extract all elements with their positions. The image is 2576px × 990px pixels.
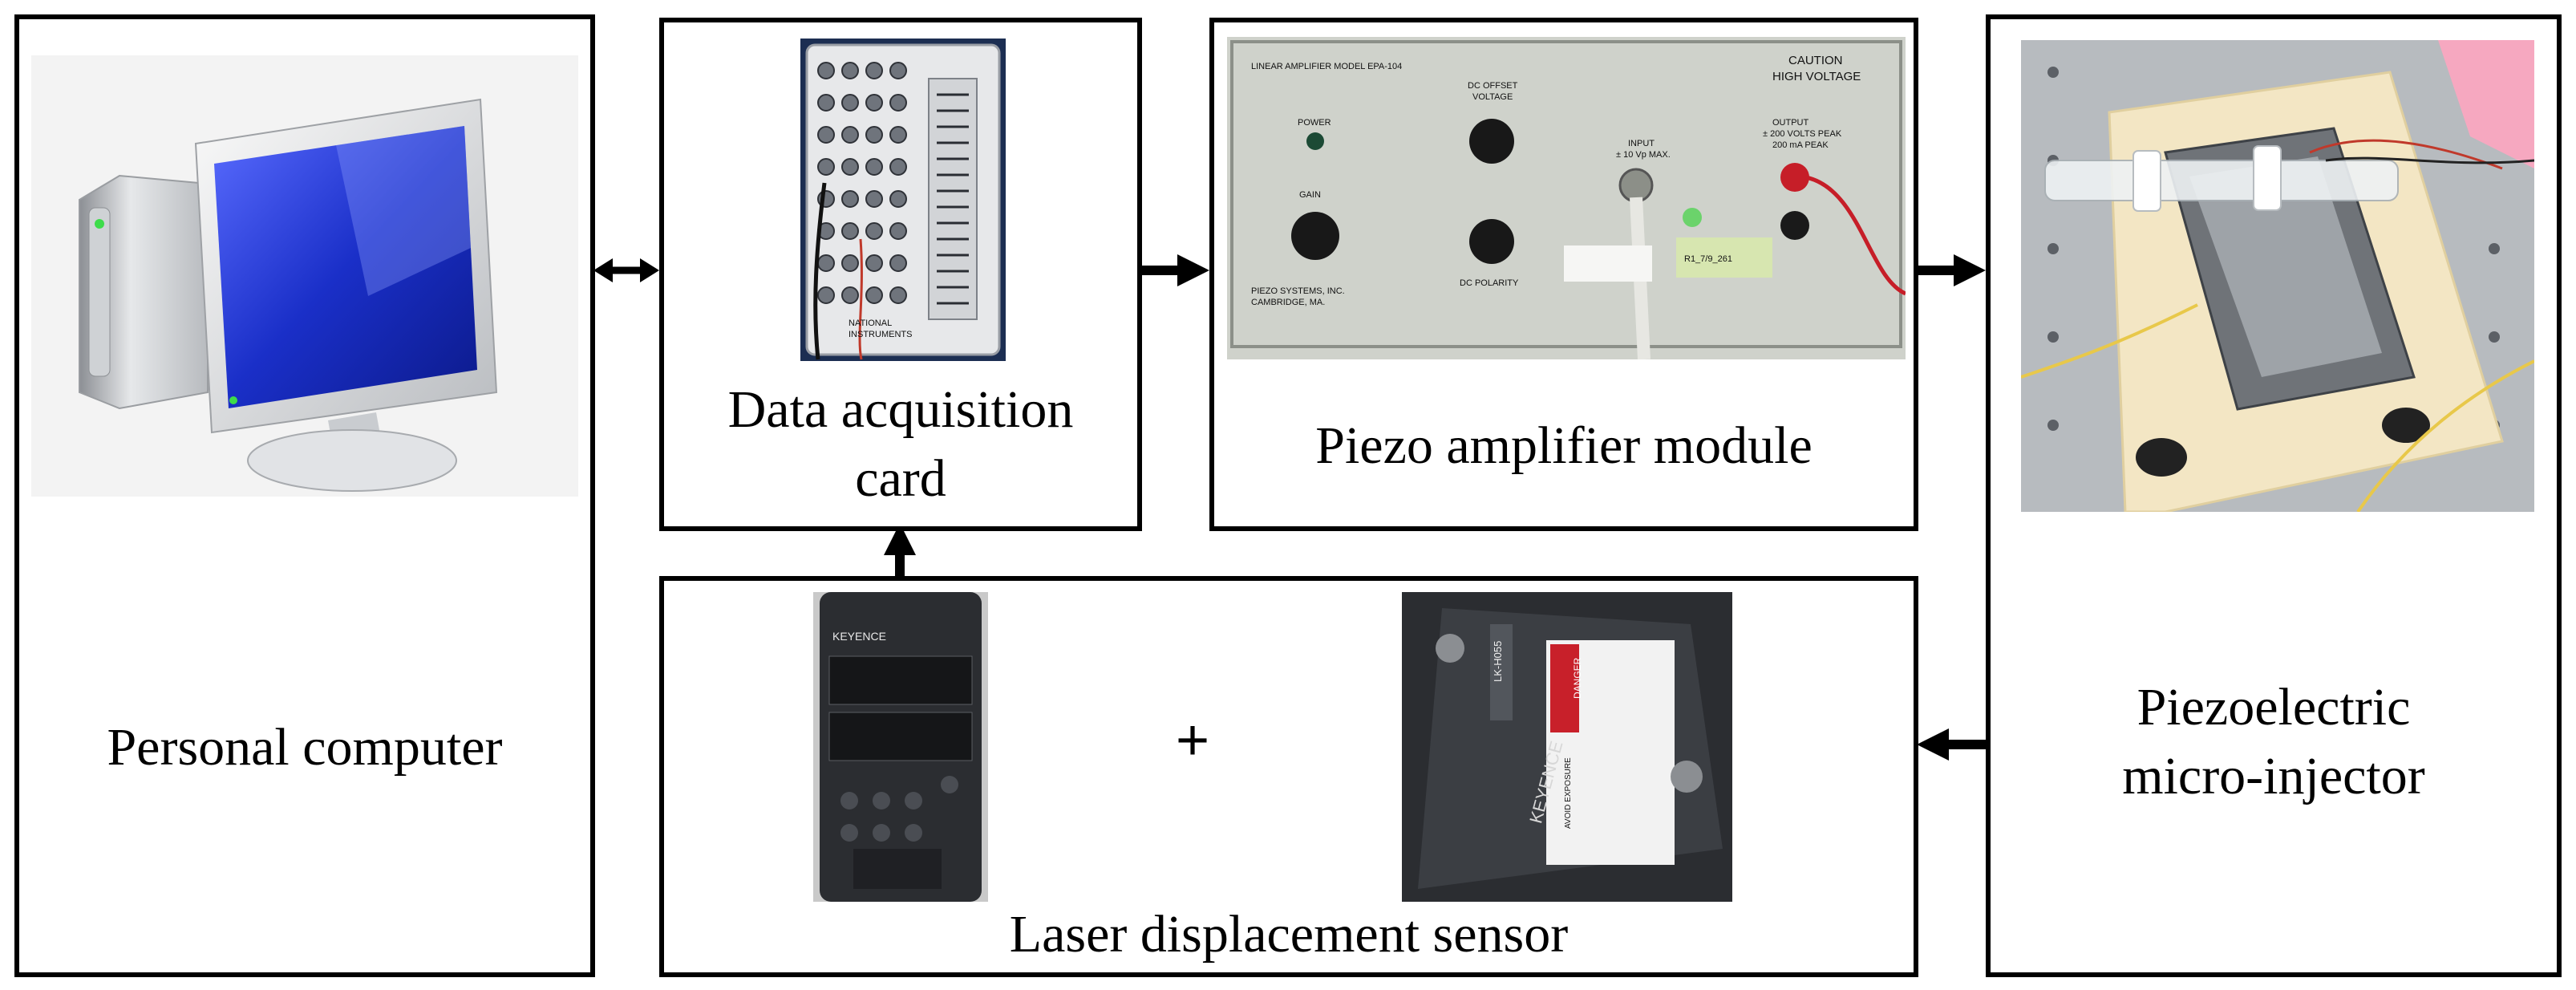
svg-text:DC OFFSET: DC OFFSET (1468, 81, 1518, 91)
svg-text:INPUT: INPUT (1628, 139, 1655, 148)
laser-controller-photo: KEYENCE (813, 592, 988, 902)
svg-text:PIEZO SYSTEMS, INC.: PIEZO SYSTEMS, INC. (1251, 286, 1345, 296)
svg-text:POWER: POWER (1298, 118, 1331, 128)
daq-label-line2: card (855, 448, 946, 508)
svg-text:NATIONAL: NATIONAL (849, 319, 892, 328)
svg-text:CAMBRIDGE, MA.: CAMBRIDGE, MA. (1251, 298, 1325, 307)
micro-injector-label: Piezoelectric micro-injector (1991, 673, 2557, 811)
arrow-laser-daq (884, 523, 916, 576)
laser-sensor-label: Laser displacement sensor (1009, 905, 1569, 964)
desktop-computer-icon (31, 55, 578, 497)
piezo-amplifier-block: LINEAR AMPLIFIER MODEL EPA-104 CAUTION H… (1209, 18, 1918, 531)
laser-sensor-block: KEYENCE + LK-H055 DANGER AVOID EXPOSURE … (659, 576, 1918, 977)
svg-text:DC POLARITY: DC POLARITY (1460, 278, 1519, 288)
svg-text:± 200 VOLTS PEAK: ± 200 VOLTS PEAK (1763, 129, 1842, 139)
daq-label-line1: Data acquisition (727, 380, 1074, 439)
svg-text:DANGER: DANGER (1572, 657, 1583, 699)
svg-text:200 mA PEAK: 200 mA PEAK (1772, 140, 1829, 150)
arrow-amplifier-injector (1918, 254, 1986, 286)
piezo-amplifier-label: Piezo amplifier module (1315, 416, 1813, 475)
data-acquisition-card-label: Data acquisition card (664, 375, 1137, 513)
arrow-injector-laser (1917, 728, 1986, 761)
svg-text:HIGH VOLTAGE: HIGH VOLTAGE (1772, 70, 1861, 83)
arrow-pc-daq (593, 258, 659, 282)
bnc-connector-grid (817, 62, 907, 304)
micro-injector-photo (2021, 40, 2534, 512)
svg-text:INSTRUMENTS: INSTRUMENTS (849, 330, 912, 339)
svg-text:CAUTION: CAUTION (1788, 54, 1843, 67)
piezo-amplifier-photo: LINEAR AMPLIFIER MODEL EPA-104 CAUTION H… (1227, 37, 1906, 359)
injector-label-line2: micro-injector (2122, 746, 2425, 805)
svg-text:AVOID EXPOSURE: AVOID EXPOSURE (1564, 757, 1573, 829)
injector-label-line1: Piezoelectric (2137, 678, 2411, 736)
data-acquisition-card-block: NATIONAL INSTRUMENTS Data acquisition ca… (659, 18, 1142, 531)
svg-text:OUTPUT: OUTPUT (1772, 118, 1809, 128)
svg-text:GAIN: GAIN (1299, 190, 1321, 200)
svg-text:± 10 Vp MAX.: ± 10 Vp MAX. (1616, 150, 1671, 160)
svg-text:LINEAR AMPLIFIER MODEL EPA-1: LINEAR AMPLIFIER MODEL EPA-104 (1251, 62, 1402, 71)
arrow-daq-amplifier (1142, 254, 1209, 286)
laser-head-photo: LK-H055 DANGER AVOID EXPOSURE KEYENCE (1402, 592, 1732, 902)
svg-text:KEYENCE: KEYENCE (832, 630, 886, 643)
plus-sign: + (1176, 708, 1210, 773)
personal-computer-label: Personal computer (107, 718, 503, 777)
svg-text:VOLTAGE: VOLTAGE (1472, 92, 1513, 102)
micro-injector-block: Piezoelectric micro-injector (1986, 14, 2562, 977)
data-acquisition-card-photo: NATIONAL INSTRUMENTS (800, 39, 1006, 361)
personal-computer-block: Personal computer (14, 14, 595, 977)
svg-text:R1_7/9_261: R1_7/9_261 (1684, 254, 1732, 264)
svg-text:LK-H055: LK-H055 (1492, 641, 1504, 682)
